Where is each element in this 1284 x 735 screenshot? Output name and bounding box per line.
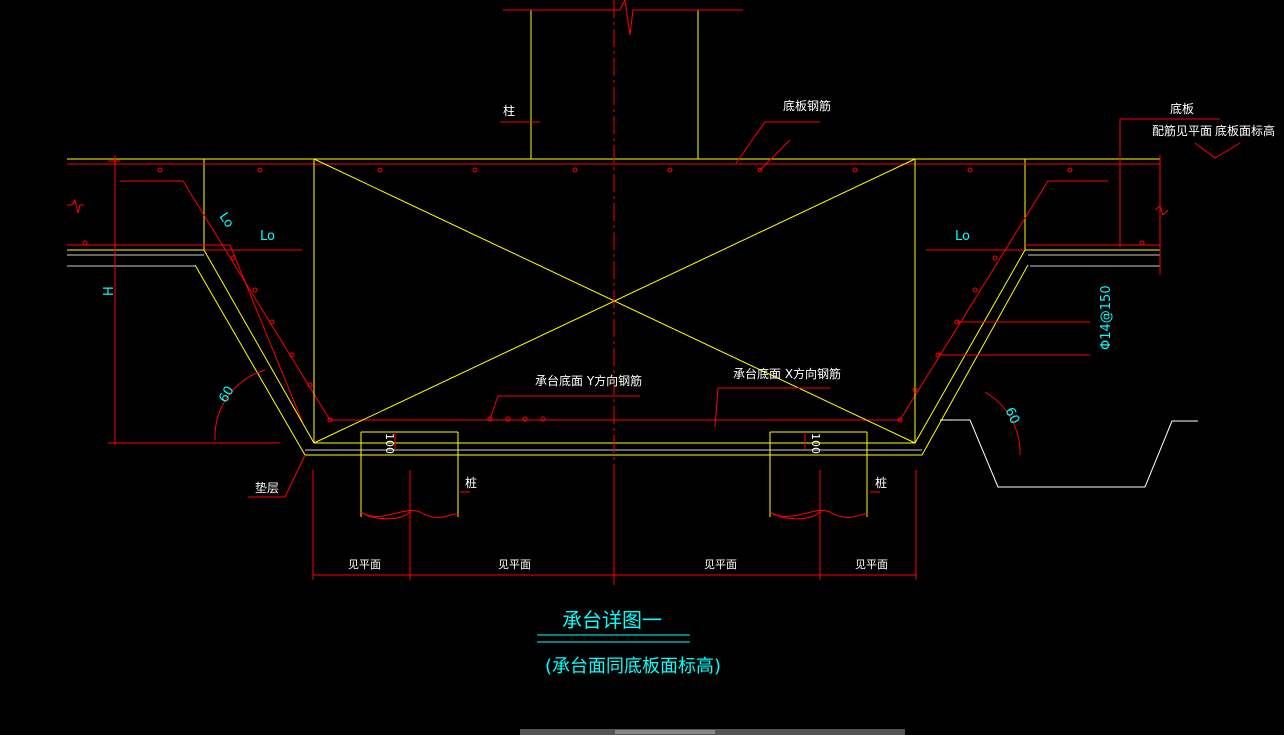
angle-left-label: 60 xyxy=(216,384,237,406)
dim-label-4: 见平面 xyxy=(855,558,888,571)
dim-label-1: 见平面 xyxy=(348,558,381,571)
pile-left xyxy=(360,431,459,517)
excavation-profile xyxy=(940,419,1198,488)
dim-label-3: 见平面 xyxy=(704,558,737,571)
pile-left-break xyxy=(360,510,459,520)
pile-right-label: 桩 xyxy=(875,475,887,490)
slab-label: 底板 xyxy=(1170,101,1194,116)
pile-right-break xyxy=(769,510,868,520)
drawing-title: 承台详图一 xyxy=(562,608,662,632)
lo-right-label: Lo xyxy=(955,229,970,244)
dim-label-2: 见平面 xyxy=(498,558,531,571)
pile-right xyxy=(769,431,868,517)
rebar-spec-label: Φ14@150 xyxy=(1099,285,1114,350)
scrollbar-thumb[interactable] xyxy=(615,730,715,734)
dimension-lines xyxy=(108,119,1161,580)
leader-lines xyxy=(214,118,1241,498)
slab-rebar xyxy=(67,163,1160,422)
break-line-top xyxy=(503,0,743,36)
lo-diag-label: Lo xyxy=(216,210,237,231)
pile-left-label: 桩 xyxy=(465,475,477,490)
h-label: H xyxy=(102,286,117,296)
cap-outline xyxy=(194,158,1029,456)
column xyxy=(530,10,699,159)
x-rebar-label: 承台底面 X方向钢筋 xyxy=(733,366,841,381)
angle-right-label: 60 xyxy=(1001,405,1022,426)
embed-left-label: 100 xyxy=(383,433,396,454)
break-marks xyxy=(67,198,1169,216)
rebar-dots xyxy=(82,167,1145,423)
bottom-slab-rebar-label: 底板钢筋 xyxy=(783,98,831,113)
column-label: 柱 xyxy=(503,103,515,118)
embed-right-label: 100 xyxy=(809,433,822,454)
drawing-subtitle: (承台面同底板面标高) xyxy=(545,656,721,677)
slab-top-elev-label: 底板面标高 xyxy=(1215,123,1275,138)
y-rebar-label: 承台底面 Y方向钢筋 xyxy=(535,373,642,388)
horizontal-scrollbar[interactable] xyxy=(520,729,905,735)
cushion-label: 垫层 xyxy=(255,480,279,495)
rebar-see-plan-label: 配筋见平面 xyxy=(1152,123,1212,138)
lo-left-label: Lo xyxy=(260,229,275,244)
